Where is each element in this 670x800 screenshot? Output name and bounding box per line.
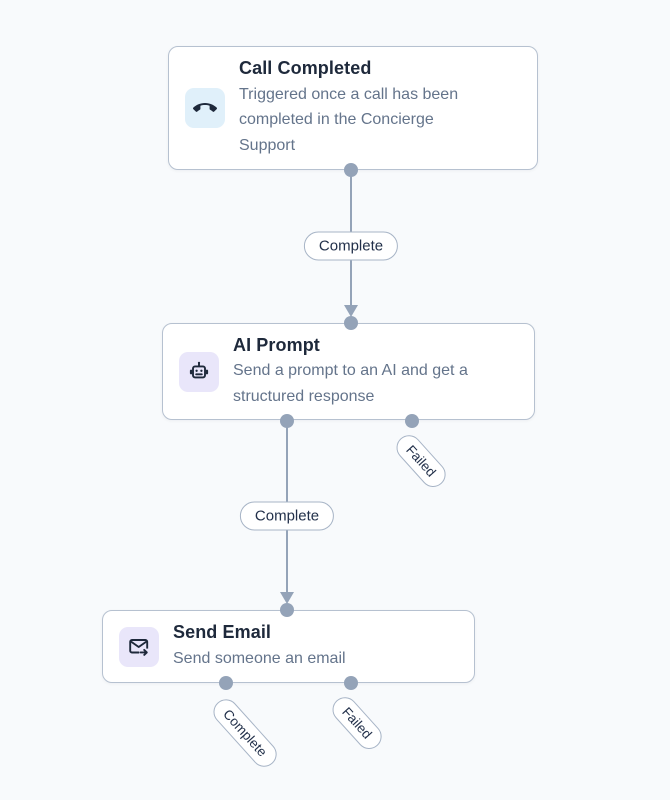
handle-ai-prompt-input[interactable]	[344, 316, 358, 330]
robot-icon	[179, 351, 219, 392]
node-send-email[interactable]: Send Email Send someone an email	[102, 610, 475, 683]
handle-ai-prompt-output-failed[interactable]	[405, 414, 419, 428]
node-ai-prompt[interactable]: AI Prompt Send a prompt to an AI and get…	[162, 323, 535, 420]
handle-call-completed-output[interactable]	[344, 163, 358, 177]
node-title: AI Prompt	[233, 334, 320, 355]
arrowhead-icon	[344, 305, 358, 317]
branch-label-failed[interactable]: Failed	[327, 692, 387, 754]
mail-send-icon	[119, 626, 159, 667]
node-title: Call Completed	[239, 58, 372, 79]
edge-label-complete[interactable]: Complete	[239, 501, 335, 531]
branch-label-failed[interactable]: Failed	[391, 430, 451, 492]
handle-send-email-output-complete[interactable]	[219, 676, 233, 690]
node-description: Triggered once a call has been completed…	[239, 85, 459, 155]
node-description: Send a prompt to an AI and get a structu…	[233, 362, 468, 405]
handle-send-email-output-failed[interactable]	[344, 676, 358, 690]
node-description: Send someone an email	[173, 649, 346, 667]
node-title: Send Email	[173, 622, 272, 643]
handle-send-email-input[interactable]	[280, 603, 294, 617]
arrowhead-icon	[280, 592, 294, 604]
edge-label-complete[interactable]: Complete	[303, 231, 399, 261]
handle-ai-prompt-output-complete[interactable]	[280, 414, 294, 428]
node-call-completed[interactable]: Call Completed Triggered once a call has…	[168, 46, 538, 170]
branch-label-complete[interactable]: Complete	[208, 694, 282, 772]
phone-hangup-icon	[185, 88, 225, 128]
